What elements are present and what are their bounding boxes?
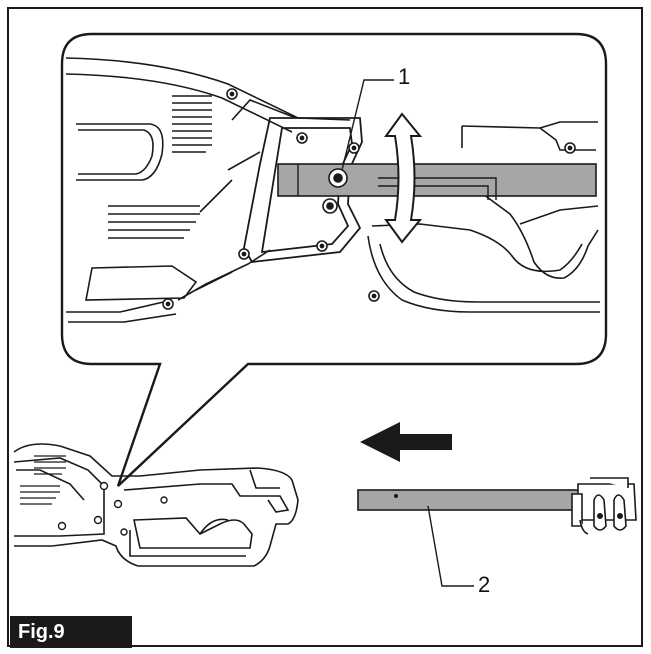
detail-vents-lower <box>108 205 200 239</box>
detail-rod <box>277 163 597 200</box>
tool-body-vents <box>20 455 66 505</box>
screw-icon <box>162 88 576 310</box>
detail-bubble <box>60 32 608 487</box>
double-headed-arrow-icon <box>384 112 423 244</box>
detail-handle <box>360 121 600 313</box>
detail-housing <box>65 57 351 323</box>
callout-2-leader <box>427 505 474 587</box>
callout-1-leader <box>341 79 394 171</box>
rod-clamp-bracket <box>571 477 637 535</box>
figure-frame <box>7 7 643 647</box>
left-arrow-icon <box>360 422 452 462</box>
tool-body-screws <box>57 481 168 536</box>
bolt-part-1 <box>328 168 348 188</box>
callout-number-2: 2 <box>478 572 491 597</box>
figure-label: Fig.9 <box>10 616 132 648</box>
detail-vents-upper <box>172 95 212 153</box>
rod-part-2 <box>357 489 581 511</box>
callout-number-1: 1 <box>398 64 411 89</box>
tool-body <box>13 443 299 567</box>
